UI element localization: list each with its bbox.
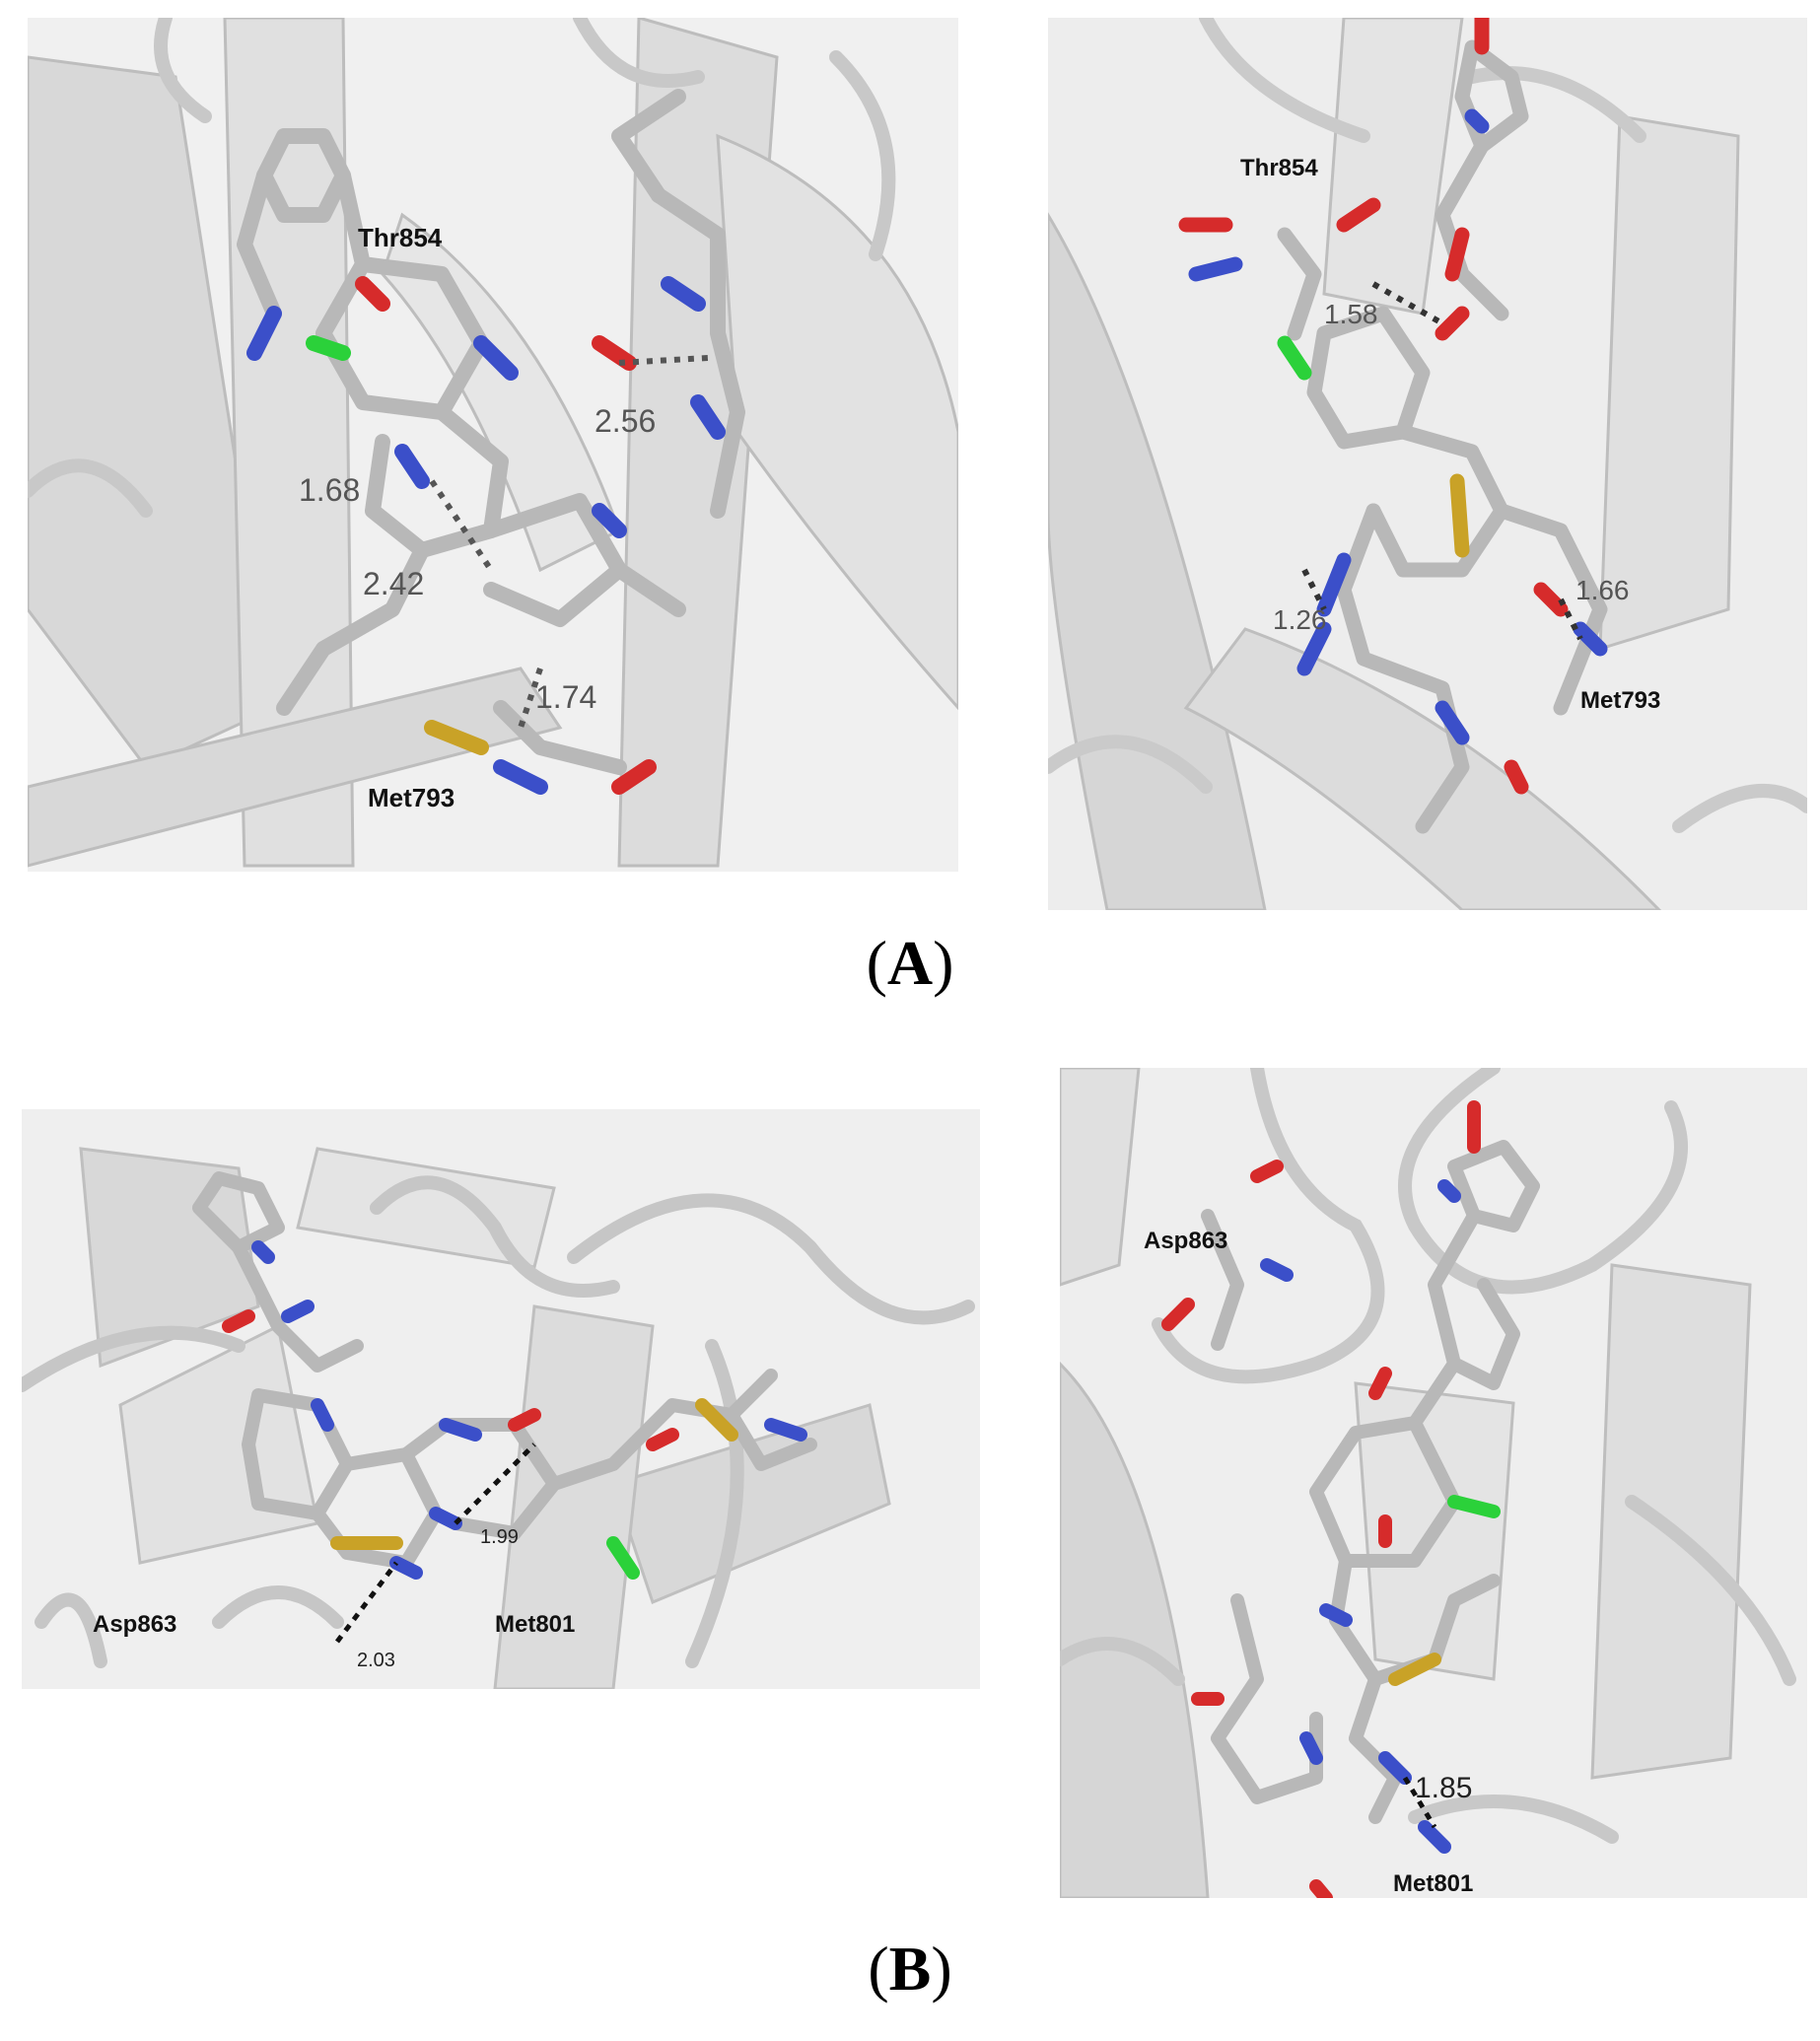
- residue-label-asp863: Asp863: [93, 1611, 176, 1638]
- ligand-sticks: [1178, 18, 1608, 834]
- residue-label-met801: Met801: [1393, 1870, 1473, 1897]
- ligand-sticks: [192, 1171, 817, 1580]
- distance-label: 2.56: [595, 403, 656, 439]
- protein-loops: [1048, 18, 1807, 833]
- protein-loops: [22, 1175, 975, 1668]
- docking-render-a-right: Thr854 Met793 1.58 1.66 1.26: [1048, 18, 1807, 910]
- hbond-dashes: [429, 355, 709, 729]
- protein-loops: [28, 18, 896, 518]
- distance-label: 2.03: [357, 1650, 395, 1671]
- docking-render-b-right: Asp863 Met801 1.85: [1060, 1068, 1807, 1898]
- hbond-dashes: [335, 1443, 536, 1644]
- hbond-dashes: [1402, 1776, 1437, 1829]
- residue-label-met801: Met801: [495, 1611, 575, 1638]
- docking-render-b-left: Asp863 Met801 1.99 2.03: [22, 1109, 980, 1689]
- ligand-sticks: [1161, 1100, 1540, 1898]
- distance-label: 1.26: [1273, 604, 1327, 635]
- residue-label-thr854: Thr854: [1240, 155, 1318, 181]
- panel-a-left: Thr854 Met793 2.56 1.68 2.42 1.74: [28, 18, 958, 872]
- ligand-sticks: [237, 89, 745, 795]
- residue-label-met793: Met793: [1580, 687, 1660, 714]
- panel-b-left: Asp863 Met801 1.99 2.03: [22, 1109, 980, 1689]
- distance-label: 1.68: [299, 472, 360, 508]
- panel-a-right: Thr854 Met793 1.58 1.66 1.26: [1048, 18, 1807, 910]
- residue-label-asp863: Asp863: [1144, 1228, 1227, 1254]
- distance-label: 1.74: [535, 679, 596, 715]
- residue-label-met793: Met793: [368, 783, 455, 812]
- residue-label-thr854: Thr854: [358, 223, 443, 252]
- panel-b-label: (B): [868, 1934, 952, 2004]
- panel-b-right: Asp863 Met801 1.85: [1060, 1068, 1807, 1898]
- distance-label: 1.99: [480, 1526, 519, 1548]
- docking-render-a-left: Thr854 Met793 2.56 1.68 2.42 1.74: [28, 18, 958, 872]
- distance-label: 2.42: [363, 566, 424, 601]
- panel-a-label: (A): [866, 928, 954, 998]
- distance-label: 1.66: [1575, 575, 1630, 605]
- distance-label: 1.58: [1324, 299, 1378, 329]
- distance-label: 1.85: [1415, 1772, 1472, 1804]
